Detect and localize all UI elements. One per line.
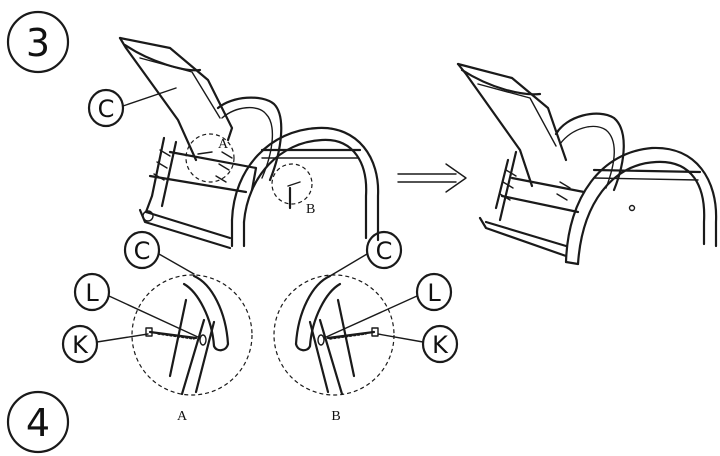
part-l-callout-a: L [73, 272, 201, 339]
step-4-badge: 4 [6, 390, 70, 454]
part-k-callout-b: K [377, 324, 459, 364]
part-c-callout-top: C [87, 87, 177, 128]
part-k-label-a: K [72, 331, 89, 359]
part-l-callout-b: L [323, 272, 453, 339]
detail-a-label: A [177, 409, 188, 424]
chair-after-assembly [456, 62, 718, 266]
detail-b-label: B [331, 409, 340, 424]
part-k-label-b: K [432, 331, 449, 359]
step-3-number: 3 [26, 21, 50, 65]
part-c-callout-a: C [123, 230, 195, 275]
detail-b-view: B [273, 274, 395, 424]
step-4-number: 4 [26, 401, 50, 445]
detail-a-view: A [131, 274, 253, 424]
detail-b-marker-label: B [306, 202, 315, 217]
part-c-label-a: C [134, 237, 151, 265]
step-3-badge: 3 [6, 10, 70, 74]
part-l-label-b: L [427, 279, 441, 307]
part-l-label-a: L [85, 279, 99, 307]
part-k-callout-a: K [61, 324, 149, 364]
detail-a-marker-label: A [218, 137, 229, 152]
part-c-label-top: C [98, 95, 115, 123]
part-c-callout-b: C [329, 230, 403, 277]
detail-b-marker [271, 163, 313, 205]
detail-a-marker [185, 133, 235, 183]
right-arrow-icon [397, 163, 467, 193]
part-c-label-b: C [376, 237, 393, 265]
chair-before-assembly [118, 36, 380, 250]
